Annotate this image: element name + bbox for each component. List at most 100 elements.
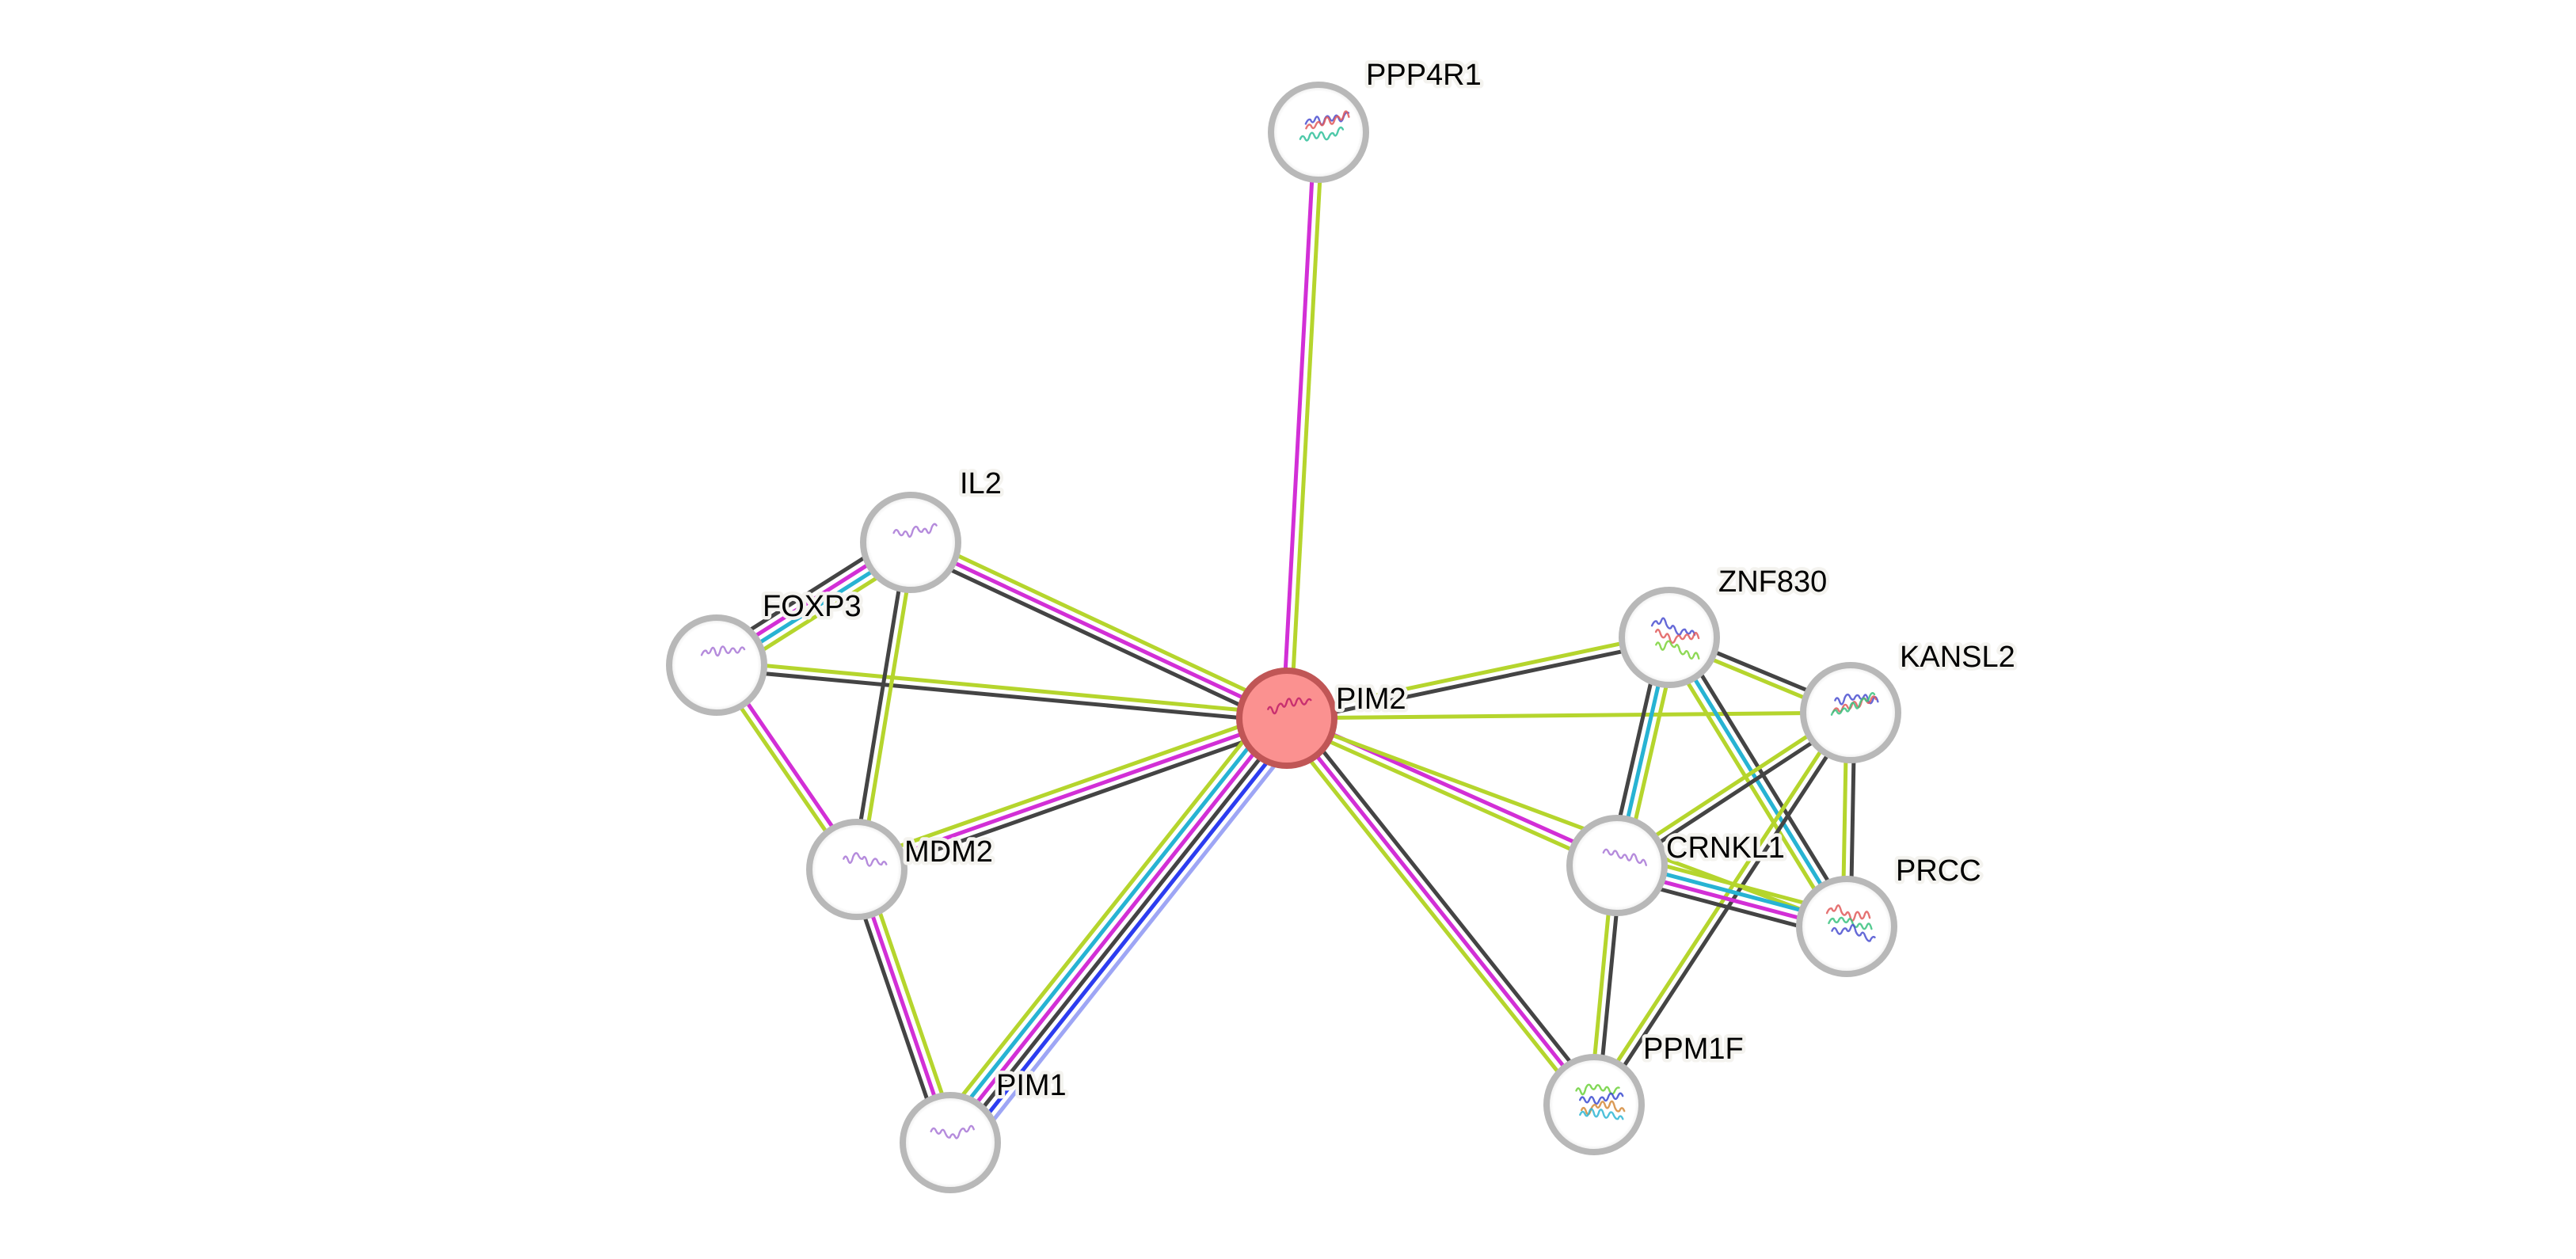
- protein-structure-ribbon: [1832, 695, 1878, 713]
- protein-structure-ribbon: [1579, 1108, 1624, 1120]
- protein-structure-ribbon: [1654, 628, 1700, 644]
- protein-structure-ribbon: [1825, 904, 1871, 922]
- node-label[interactable]: ZNF830: [1715, 562, 1831, 603]
- edge-line-textmining[interactable]: [858, 542, 917, 871]
- node-crnkl1[interactable]: CRNKL1: [1566, 815, 1789, 916]
- protein-structure-icon: [1825, 904, 1876, 942]
- node-circle[interactable]: [1796, 876, 1897, 977]
- edge-znf830-prcc[interactable]: [1661, 632, 1855, 932]
- node-circle[interactable]: [1566, 815, 1668, 916]
- node-mdm2[interactable]: MDM2: [806, 819, 997, 920]
- protein-structure-ribbon: [930, 1124, 975, 1139]
- node-ppm1f[interactable]: PPM1F: [1543, 1029, 1748, 1155]
- protein-structure-ribbon: [1305, 110, 1350, 130]
- edge-line-experiments[interactable]: [946, 714, 1286, 1142]
- edge-pim2-ppp4r1[interactable]: [1280, 131, 1325, 719]
- node-prcc[interactable]: PRCC: [1796, 851, 1985, 977]
- query-node-circle[interactable]: [1236, 668, 1337, 769]
- node-ppp4r1[interactable]: PPP4R1: [1268, 55, 1486, 183]
- edge-line-coexpression[interactable]: [858, 724, 1291, 879]
- node-label[interactable]: MDM2: [901, 832, 997, 873]
- edge-line-experiments[interactable]: [1280, 131, 1317, 718]
- edge-line-coexpression[interactable]: [1287, 639, 1671, 725]
- edge-pim2-kansl2[interactable]: [1286, 710, 1851, 721]
- edge-line-textmining[interactable]: [1284, 720, 1616, 871]
- edge-line-coexpression[interactable]: [1674, 632, 1855, 924]
- node-circle[interactable]: [806, 819, 907, 920]
- protein-structure-ribbon: [1655, 640, 1700, 660]
- edge-pim2-pim1[interactable]: [933, 704, 1304, 1157]
- node-circle[interactable]: [666, 614, 767, 716]
- node-label[interactable]: CRNKL1: [1663, 828, 1789, 869]
- edge-pim2-mdm2[interactable]: [853, 709, 1291, 879]
- protein-structure-icon: [1830, 692, 1879, 716]
- edge-line-textmining[interactable]: [1288, 132, 1325, 719]
- edge-line-experiments[interactable]: [1285, 717, 1596, 1106]
- edge-line-coexpression[interactable]: [951, 719, 1292, 1147]
- protein-structure-icon: [1602, 848, 1647, 866]
- edge-line-textmining[interactable]: [1661, 640, 1842, 932]
- protein-structure-icon: [1575, 1083, 1626, 1120]
- edge-line-coexpression[interactable]: [1291, 712, 1602, 1101]
- node-il2[interactable]: IL2: [860, 464, 1006, 593]
- edge-line-coexpression[interactable]: [850, 541, 909, 869]
- edge-pim2-znf830[interactable]: [1285, 631, 1671, 725]
- protein-structure-ribbon: [1267, 697, 1312, 715]
- protein-structure-ribbon: [1834, 693, 1879, 706]
- node-foxp3[interactable]: FOXP3: [666, 587, 866, 716]
- protein-structure-ribbon: [1602, 848, 1647, 866]
- node-label[interactable]: PIM1: [993, 1066, 1071, 1106]
- node-label[interactable]: PPM1F: [1640, 1029, 1748, 1070]
- edge-line-textmining[interactable]: [913, 533, 1292, 713]
- node-pim1[interactable]: PIM1: [900, 1066, 1071, 1193]
- edge-line-textmining[interactable]: [933, 704, 1273, 1132]
- edge-pim2-ppm1f[interactable]: [1279, 712, 1602, 1111]
- protein-structure-ribbon: [1579, 1092, 1624, 1105]
- protein-structure-ribbon: [1299, 126, 1345, 142]
- node-label[interactable]: IL2: [957, 464, 1006, 504]
- protein-structure-ribbon: [892, 523, 938, 538]
- node-circle[interactable]: [900, 1092, 1001, 1193]
- edge-line-coexpression[interactable]: [1596, 713, 1856, 1109]
- node-kansl2[interactable]: KANSL2: [1800, 637, 2019, 763]
- node-circle[interactable]: [1268, 82, 1369, 183]
- edge-line-textmining[interactable]: [1286, 710, 1851, 721]
- node-pim2[interactable]: PIM2: [1236, 668, 1410, 769]
- edge-line-textmining[interactable]: [853, 709, 1285, 864]
- edge-line-textmining[interactable]: [717, 659, 1288, 717]
- protein-structure-ribbon: [1304, 111, 1350, 126]
- protein-structure-icon: [843, 852, 888, 867]
- edge-pim2-foxp3[interactable]: [716, 659, 1288, 725]
- protein-structure-icon: [700, 645, 746, 657]
- edge-line-experiments[interactable]: [856, 716, 1288, 872]
- node-znf830[interactable]: ZNF830: [1619, 562, 1831, 688]
- node-label[interactable]: KANSL2: [1897, 637, 2019, 678]
- node-label[interactable]: PIM2: [1333, 679, 1410, 720]
- edge-line-databases[interactable]: [939, 709, 1280, 1137]
- protein-structure-ribbon: [1831, 923, 1876, 942]
- protein-structure-ribbon: [1828, 916, 1873, 930]
- protein-structure-icon: [1650, 617, 1700, 660]
- protein-structure-icon: [1267, 697, 1312, 715]
- edge-line-textmining[interactable]: [1285, 631, 1669, 717]
- edge-line-coexpression[interactable]: [716, 667, 1287, 725]
- protein-structure-icon: [1299, 110, 1350, 142]
- protein-structure-ribbon: [1830, 692, 1876, 716]
- edge-line-cooccurrence[interactable]: [964, 728, 1304, 1157]
- protein-structure-ribbon: [1650, 617, 1696, 636]
- edge-line-experiments[interactable]: [909, 540, 1288, 721]
- node-label[interactable]: FOXP3: [759, 587, 866, 627]
- edge-il2-mdm2[interactable]: [850, 541, 917, 871]
- edge-line-textmining[interactable]: [1279, 721, 1590, 1111]
- edge-line-coexpression[interactable]: [906, 547, 1284, 728]
- node-circle[interactable]: [1800, 662, 1901, 763]
- node-label[interactable]: PRCC: [1893, 851, 1985, 892]
- edge-pim2-il2[interactable]: [906, 533, 1292, 728]
- edge-line-gene-fusion[interactable]: [957, 724, 1298, 1151]
- node-circle[interactable]: [860, 492, 961, 593]
- node-label[interactable]: PPP4R1: [1363, 55, 1486, 96]
- edge-pim2-prcc[interactable]: [1286, 716, 1847, 929]
- protein-structure-icon: [892, 523, 938, 538]
- edge-line-databases[interactable]: [1667, 636, 1849, 928]
- edge-line-textmining[interactable]: [1286, 716, 1847, 929]
